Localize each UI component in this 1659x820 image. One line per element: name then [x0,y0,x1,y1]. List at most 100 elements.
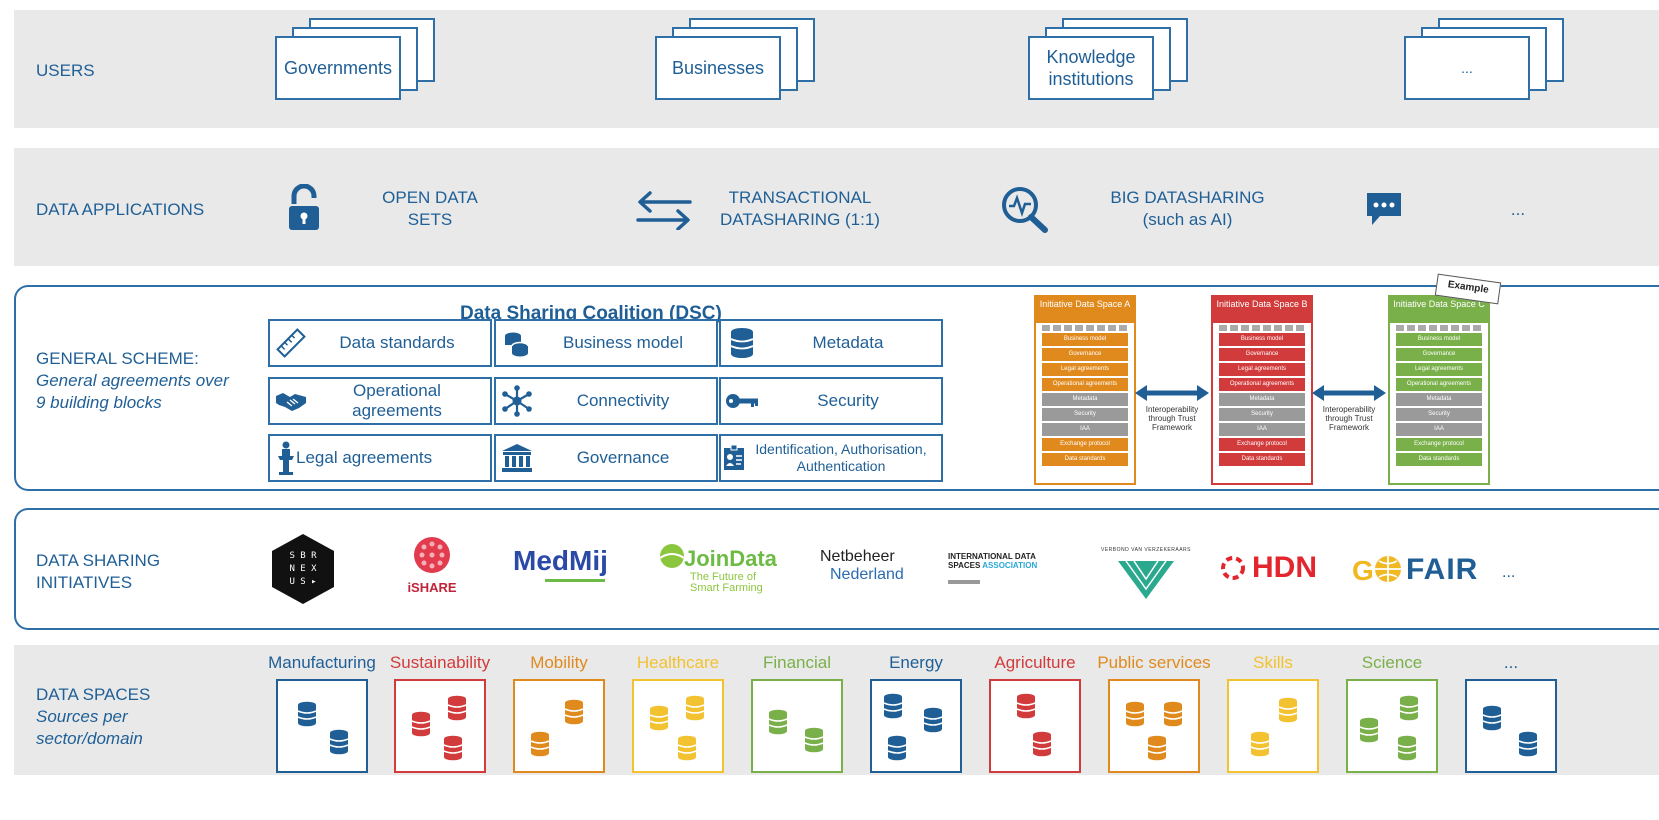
database-icon [1249,731,1271,762]
database-icon [725,326,759,360]
more-initiatives: ... [1502,564,1516,581]
more-users-card: ... [1404,36,1530,100]
verbond-text: VERBOND VAN VERZEKERAARS [1101,547,1191,553]
block-operational-agreements: Operational agreements [268,377,492,425]
data-space-layer: Metadata [1396,393,1482,406]
interop-label-1: Interoperability through Trust Framework [1145,405,1199,432]
initiatives-label-1: DATA SHARING [36,551,161,570]
sector-label: Healthcare [636,653,720,672]
data-space-layer: Exchange protocol [1219,438,1305,451]
spaces-subtitle-2: sector/domain [36,729,143,748]
data-space-layer: Security [1219,408,1305,421]
database-icon [296,701,318,732]
ishare-text: iSHARE [407,580,457,595]
joindata-sub-1: The Future of [690,571,757,583]
netbeheer-logo: Netbeheer Nederland [808,548,904,584]
sector-label: Sustainability [389,653,491,672]
applications-row-label: DATA APPLICATIONS [36,200,205,219]
database-icon [410,711,432,742]
sector-label: Science [1361,653,1423,672]
coins-icon [500,326,534,360]
open-data-sets: OPEN DATA SETS [365,187,495,231]
idsa-text-3: ASSOCIATION [982,561,1038,570]
interop-arrow-1 [1133,383,1211,408]
data-space-layer: Data standards [1396,453,1482,466]
database-icon [1162,701,1184,732]
sbr-line-1: S B R [289,551,317,561]
database-icon [1517,731,1539,762]
sector-data-box [632,679,724,773]
block-label: Governance [576,448,670,467]
data-space-layer: IAA [1396,423,1482,436]
data-space-header: Initiative Data Space B [1213,297,1311,323]
lock-icon [286,183,322,237]
data-space-header: Initiative Data Space C [1390,297,1488,323]
block-governance: Governance [494,434,718,482]
block-label: Security [817,391,879,410]
data-space-layer: Legal agreements [1396,363,1482,376]
netbeheer-text-2: Nederland [830,566,904,583]
big-datasharing: BIG DATASHARING (such as AI) [1100,187,1275,231]
data-space-layer: Security [1042,408,1128,421]
sector-data-box [276,679,368,773]
database-icon [767,709,789,740]
idsa-text-1: INTERNATIONAL DATA [948,552,1036,561]
sector-label: Public services [1097,653,1211,672]
database-icon [1124,701,1146,732]
sbr-line-2: N E X [289,564,317,574]
database-icon [882,693,904,724]
block-label: Legal agreements [296,448,433,467]
database-icon [563,699,585,730]
database-icon [676,735,698,766]
sector-label: Manufacturing [268,653,376,672]
more-applications: ... [1510,200,1526,219]
scheme-title: GENERAL SCHEME: [36,349,199,368]
scheme-row-label: GENERAL SCHEME: General agreements over … [36,348,229,414]
block-identification: Identification, Authorisation, Authentic… [719,434,943,482]
database-icon [328,729,350,760]
netbeheer-text-1: Netbeheer [820,548,895,565]
database-icon [1481,705,1503,736]
data-space-layer: Legal agreements [1219,363,1305,376]
joindata-text: JoinData [684,546,777,571]
block-label: Data standards [339,333,455,352]
knowledge-card: Knowledge institutions [1028,36,1154,100]
database-icon [1358,717,1380,748]
data-space-layer: Governance [1219,348,1305,361]
spaces-row-label: DATA SPACES Sources per sector/domain [36,684,150,750]
ruler-icon [274,326,308,360]
database-icon [1031,731,1053,762]
verbond-logo: VERBOND VAN VERZEKERAARS [1090,547,1202,606]
database-icon [922,707,944,738]
idsa-text-2: SPACES [948,561,981,570]
data-space-layer: Security [1396,408,1482,421]
interop-label-2: Interoperability through Trust Framework [1322,405,1376,432]
block-label: Connectivity [576,391,670,410]
data-space-layer: Governance [1042,348,1128,361]
big-datasharing-label-2: (such as AI) [1142,210,1233,229]
data-space-layer: IAA [1219,423,1305,436]
data-space-layer: Governance [1396,348,1482,361]
sector-data-box [1346,679,1438,773]
data-space-layer: Exchange protocol [1042,438,1128,451]
gofair-text: FAIR [1406,553,1479,586]
interop-arrow-2 [1310,383,1388,408]
database-icon [1396,735,1418,766]
database-icon [446,695,468,726]
sector-label: ... [1503,653,1519,672]
sbr-nexus-logo: S B R N E X U S ▸ [270,532,336,611]
sector-data-box [989,679,1081,773]
database-icon [648,705,670,736]
governments-card: Governments [275,36,401,100]
sector-data-box [1108,679,1200,773]
id-card-icon [723,441,745,475]
block-label: Metadata [812,333,884,352]
data-space-layer: Business model [1219,333,1305,346]
user-more: ... [1404,18,1574,100]
block-label: Operational agreements [352,381,442,420]
sector-label: Agriculture [994,653,1076,672]
data-space-layer: Metadata [1219,393,1305,406]
medmij-logo: MedMij [513,545,608,582]
